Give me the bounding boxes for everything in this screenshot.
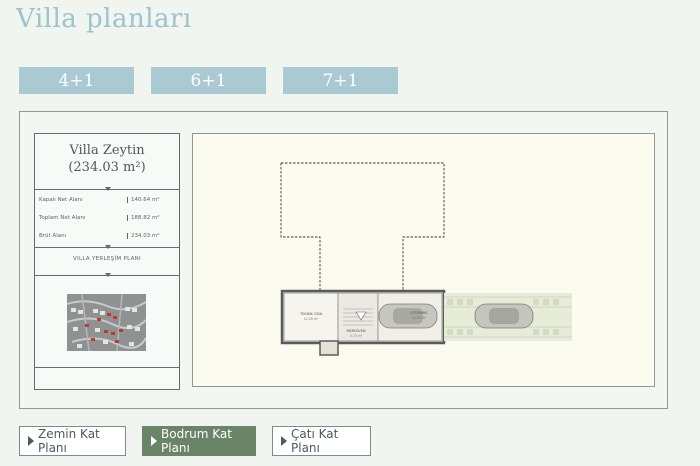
page-title: Villa planları <box>16 4 192 34</box>
floor-plan-tabs: Zemin Kat Planı Bodrum Kat Planı Çatı Ka… <box>19 426 387 456</box>
floor-tab-zemin[interactable]: Zemin Kat Planı <box>19 426 126 456</box>
stat-row-toplam: Toplam Net Alanı 188.82 m² <box>39 209 175 227</box>
stat-row-kapali: Kapalı Net Alanı 140.64 m² <box>39 191 175 209</box>
floor-tab-label: Bodrum Kat Planı <box>161 427 232 455</box>
floor-tab-bodrum[interactable]: Bodrum Kat Planı <box>142 426 256 456</box>
arrow-right-icon <box>28 436 34 446</box>
arrow-right-icon <box>281 436 287 446</box>
villa-panel: Villa Zeytin (234.03 m²) Kapalı Net Alan… <box>19 111 668 409</box>
villa-total-area: (234.03 m²) <box>68 160 146 175</box>
villa-type-tabs: 4+1 6+1 7+1 <box>19 67 398 94</box>
floor-tab-label: Çatı Kat Planı <box>291 427 339 455</box>
stat-row-brut: Brüt Alanı 234.03 m² <box>39 227 175 245</box>
villa-info-card: Villa Zeytin (234.03 m²) Kapalı Net Alan… <box>34 133 180 390</box>
floor-plan-viewer: TEKNİK ODA 12.26 m² OTOPARK 50.88 m² MER… <box>192 133 655 387</box>
divider <box>35 273 179 277</box>
divider <box>35 187 179 191</box>
room-area-teknik: 12.26 m² <box>304 317 319 321</box>
room-label-otopark: OTOPARK <box>410 311 428 315</box>
stat-value: 188.82 m² <box>127 215 160 221</box>
tab-6-1[interactable]: 6+1 <box>151 67 266 94</box>
room-label-teknik: TEKNİK ODA <box>299 311 323 316</box>
room-area-merdiven: 3.73 m² <box>350 334 363 338</box>
tab-7-1[interactable]: 7+1 <box>283 67 398 94</box>
stat-value: 234.03 m² <box>127 233 160 239</box>
divider <box>35 245 179 249</box>
room-label-merdiven: MERDİVEN <box>346 328 365 333</box>
room-area-otopark: 50.88 m² <box>412 316 427 320</box>
villa-name: Villa Zeytin <box>69 143 145 158</box>
stat-label: Brüt Alanı <box>39 233 67 239</box>
stat-label: Kapalı Net Alanı <box>39 197 83 203</box>
tab-4-1[interactable]: 4+1 <box>19 67 134 94</box>
site-plan-thumbnail[interactable] <box>67 294 146 351</box>
site-map-image <box>67 294 146 351</box>
floor-plan-drawing: TEKNİK ODA 12.26 m² OTOPARK 50.88 m² MER… <box>280 162 572 356</box>
floor-tab-label: Zemin Kat Planı <box>38 427 100 455</box>
stat-value: 140.64 m² <box>127 197 160 203</box>
stat-label: Toplam Net Alanı <box>39 215 86 221</box>
divider <box>35 367 179 368</box>
arrow-right-icon <box>151 436 157 446</box>
site-plan-link[interactable]: VILLA YERLEŞİM PLANI <box>73 256 141 262</box>
floor-tab-cati[interactable]: Çatı Kat Planı <box>272 426 371 456</box>
